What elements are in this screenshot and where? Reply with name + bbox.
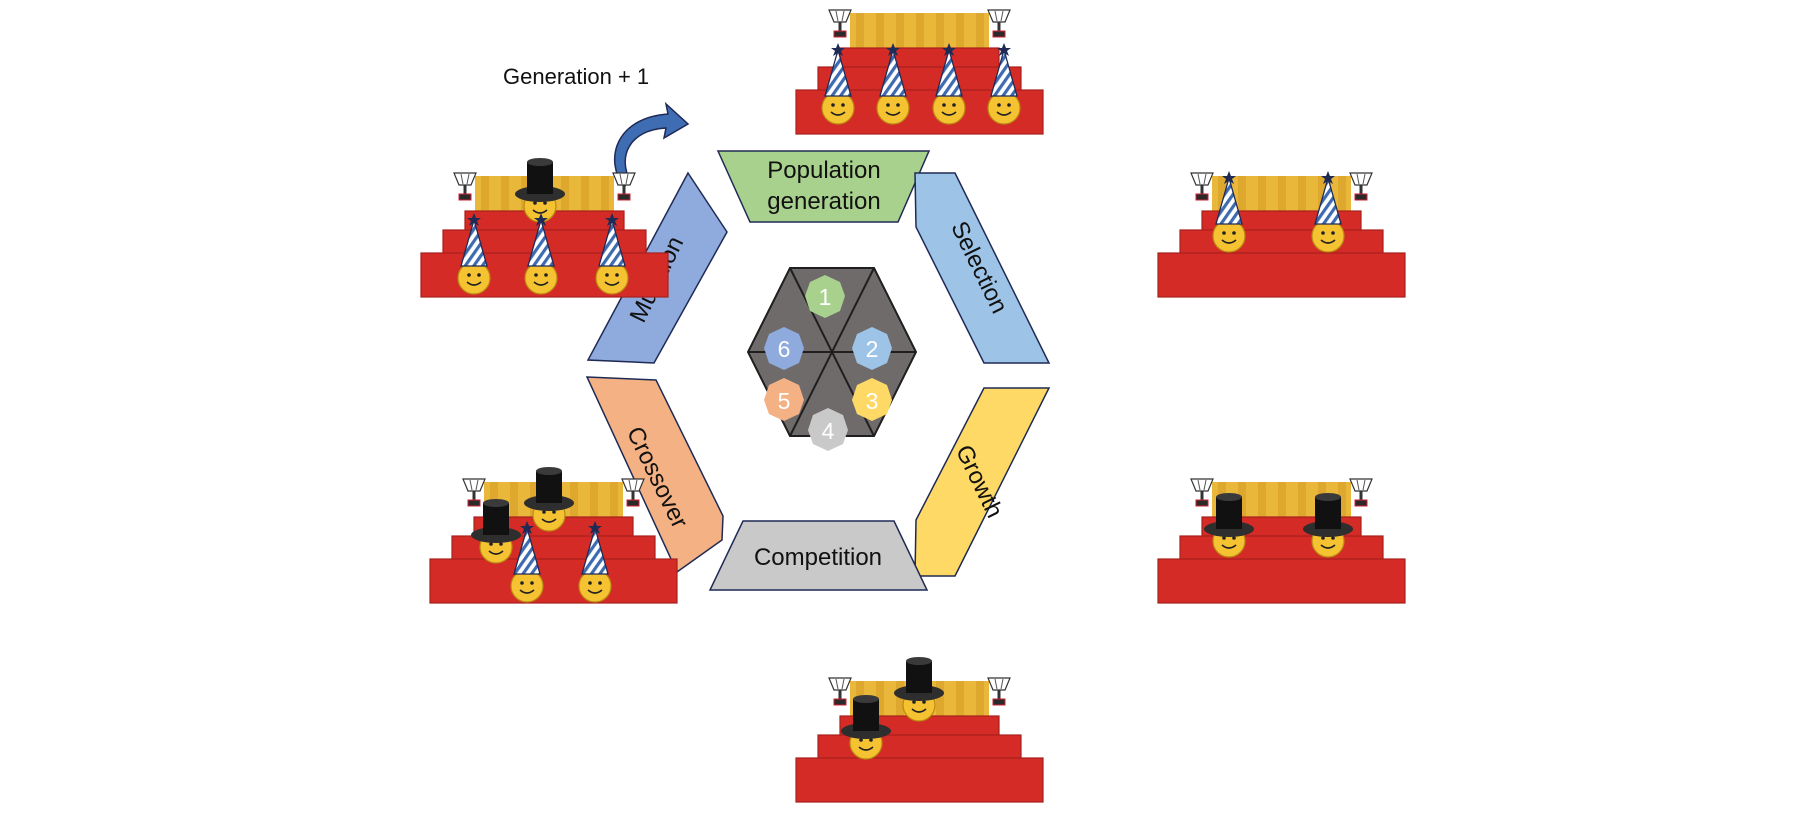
smiley-face-icon	[595, 213, 629, 295]
podium-step	[839, 47, 1000, 69]
stage-block-crossover: Crossover	[585, 376, 724, 574]
top-hat-icon	[841, 695, 891, 739]
number-label-2: 2	[866, 336, 879, 362]
number-badge-6: 6	[764, 327, 804, 370]
trophy-icon	[621, 478, 645, 507]
trophy-icon	[453, 172, 477, 201]
trophy-icon	[1190, 172, 1214, 201]
generation-label: Generation + 1	[503, 64, 649, 89]
podium-step	[1179, 535, 1384, 561]
smiley-face-icon	[821, 43, 855, 125]
smiley-face-icon	[457, 213, 491, 295]
smiley-face-icon	[578, 521, 612, 603]
party-hat-icon	[879, 43, 907, 97]
smiley-face-icon	[1311, 171, 1345, 253]
number-badge-5: 5	[764, 378, 804, 421]
party-hat-icon	[1215, 171, 1243, 225]
smiley-face-icon	[1212, 171, 1246, 253]
trophy-icon	[1349, 478, 1373, 507]
number-badge-3: 3	[852, 378, 892, 421]
stage-block-population-generation: Population generation	[716, 150, 931, 223]
smiley-face-icon	[1204, 493, 1254, 558]
podium-step	[1157, 252, 1406, 298]
trophy-icon	[828, 677, 852, 706]
podium-step	[795, 757, 1044, 803]
smiley-face-icon	[510, 521, 544, 603]
top-hat-icon	[515, 158, 565, 202]
top-hat-icon	[524, 467, 574, 511]
podium-step	[1157, 558, 1406, 604]
party-hat-icon	[598, 213, 626, 267]
stage-label-population-line-2: generation	[767, 188, 880, 215]
top-hat-icon	[894, 657, 944, 701]
party-hat-icon	[460, 213, 488, 267]
trophy-icon	[462, 478, 486, 507]
stage-block-growth: Growth	[914, 387, 1051, 577]
party-hat-icon	[990, 43, 1018, 97]
number-label-5: 5	[778, 388, 791, 414]
trophy-icon	[987, 9, 1011, 38]
top-hat-icon	[1204, 493, 1254, 537]
number-label-3: 3	[866, 388, 879, 414]
number-label-1: 1	[819, 284, 832, 310]
smiley-face-icon	[471, 499, 521, 564]
smiley-face-icon	[524, 467, 574, 532]
smiley-face-icon	[932, 43, 966, 125]
party-hat-icon	[527, 213, 555, 267]
podium-lower-left	[429, 467, 678, 604]
number-badge-4: 4	[808, 408, 848, 451]
smiley-face-icon	[841, 695, 891, 760]
smiley-face-icon	[1303, 493, 1353, 558]
podium-step	[429, 558, 678, 604]
smiley-face-icon	[524, 213, 558, 295]
podium-top	[795, 9, 1044, 135]
stage-block-competition: Competition	[708, 520, 929, 591]
party-hat-icon	[513, 521, 541, 575]
stage-label-population-line-1: Population	[767, 157, 880, 184]
smiley-face-icon	[987, 43, 1021, 125]
podium-step	[817, 734, 1022, 760]
trophy-icon	[1349, 172, 1373, 201]
number-label-6: 6	[778, 336, 791, 362]
trophy-icon	[612, 172, 636, 201]
trophy-icon	[987, 677, 1011, 706]
podium-upper-left	[420, 158, 669, 298]
podium-lower-right	[1157, 478, 1406, 604]
stage-label-competition: Competition	[754, 544, 882, 571]
top-hat-icon	[471, 499, 521, 543]
party-hat-icon	[824, 43, 852, 97]
center-hexagon: 1 2 3 4 5 6	[746, 267, 918, 451]
number-badge-2: 2	[852, 327, 892, 370]
podium-upper-right	[1157, 171, 1406, 298]
top-hat-icon	[1303, 493, 1353, 537]
stage-block-selection: Selection	[914, 172, 1051, 364]
number-badge-1: 1	[805, 275, 845, 318]
party-hat-icon	[581, 521, 609, 575]
trophy-icon	[1190, 478, 1214, 507]
party-hat-icon	[935, 43, 963, 97]
podium-bottom	[795, 657, 1044, 803]
party-hat-icon	[1314, 171, 1342, 225]
trophy-icon	[828, 9, 852, 38]
podium-step	[1179, 229, 1384, 255]
smiley-face-icon	[894, 657, 944, 722]
curved-arrow-icon	[613, 101, 690, 189]
number-label-4: 4	[822, 418, 835, 444]
smiley-face-icon	[876, 43, 910, 125]
